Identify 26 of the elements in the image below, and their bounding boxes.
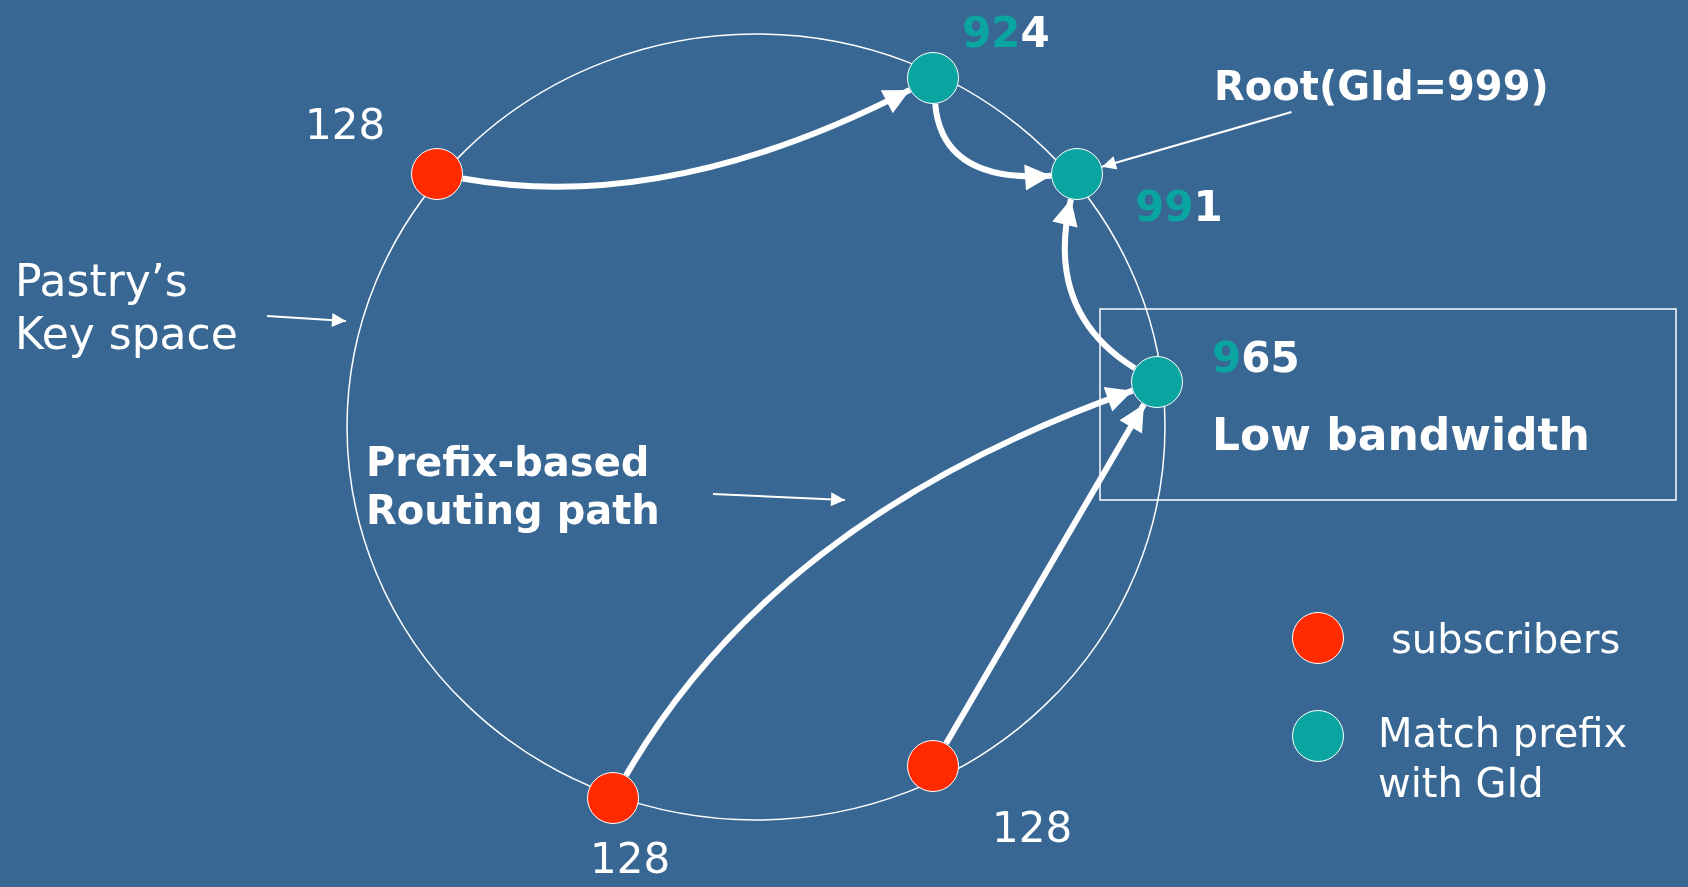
- legend-text: subscribers: [1391, 615, 1622, 664]
- callout-text: Root(GId=999): [1214, 62, 1549, 110]
- node-number: 965: [1212, 337, 1300, 379]
- node-circle: [587, 772, 639, 824]
- arrow: [266, 313, 347, 328]
- node-circle: [907, 740, 959, 792]
- note-text: Low bandwidth: [1212, 413, 1590, 457]
- arrow: [943, 402, 1147, 746]
- arrow: [1053, 198, 1137, 371]
- legend-text: Match prefix with GId: [1378, 709, 1629, 808]
- callout-text: Prefix-based Routing path: [366, 438, 711, 534]
- callout-text: Pastry’s Key space: [15, 255, 265, 361]
- arrow: [712, 492, 846, 507]
- node-number: 128: [590, 838, 671, 880]
- node-circle: [907, 52, 959, 104]
- arrow: [623, 387, 1134, 778]
- node-circle: [1051, 148, 1103, 200]
- node-number: 924: [962, 12, 1050, 54]
- node-number: 991: [1135, 186, 1223, 228]
- arrow: [1101, 111, 1293, 170]
- arrow: [932, 103, 1052, 190]
- arrow: [462, 87, 912, 190]
- node-circle: [1131, 356, 1183, 408]
- node-number: 128: [305, 104, 386, 146]
- node-number: 128: [992, 807, 1073, 849]
- node-circle: [411, 148, 463, 200]
